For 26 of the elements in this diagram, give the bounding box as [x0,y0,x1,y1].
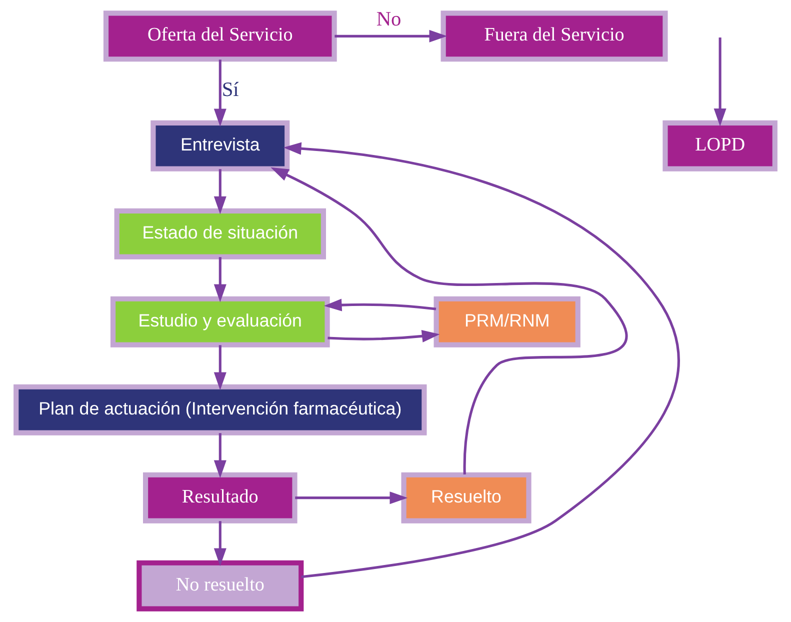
arrow [714,38,726,126]
node-box: Resuelto [401,472,532,524]
arrow [270,167,628,474]
node-box: Resultado [143,472,298,524]
node-box: PRM/RNM [434,296,580,348]
arrow [295,492,408,504]
node-box: Oferta del Servicio [103,10,337,62]
arrow [334,30,448,42]
arrow [214,521,226,566]
node-box: Estudio y evaluación [110,296,330,348]
arrow [214,345,226,390]
node-box: Fuera del Servicio [440,10,668,62]
arrow [324,298,436,312]
node-box: No resuelto [136,560,304,612]
arrow [214,257,226,302]
arrow [328,330,440,342]
edge-label: Sí [222,78,239,101]
arrow [214,433,226,478]
node-box: Plan de actuación (Intervención farmacéutica) [14,384,427,436]
node-box: Entrevista [150,120,290,172]
arrow [214,60,226,127]
edge-label: No [376,8,402,31]
node-box: LOPD [662,120,778,172]
arrow [214,169,226,214]
node-box: Estado de situación [114,208,326,260]
arrow [283,142,680,578]
